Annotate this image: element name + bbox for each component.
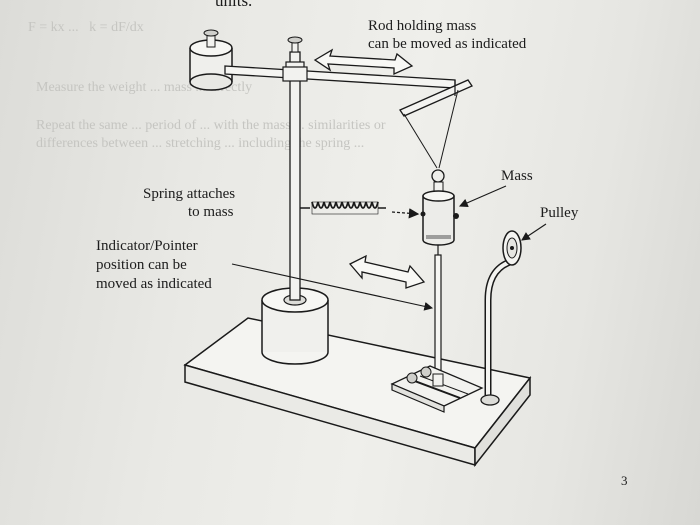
indicator-motion-arrow [348, 254, 426, 289]
counterweight [189, 29, 233, 91]
base-board [183, 317, 532, 468]
indicator-label-line2: position can be [96, 257, 187, 273]
indicator-slide-plate [390, 365, 484, 413]
mass-label: Mass [501, 168, 533, 184]
pulley-assembly [480, 230, 522, 406]
rod-label-line1: Rod holding mass [368, 18, 477, 34]
indicator-pointer-rod [434, 254, 442, 381]
bleed-through-text: F = kx ... k = dF/dx [28, 20, 144, 35]
indicator-label-line1: Indicator/Pointer [96, 238, 198, 254]
spring-label-line1: Spring attaches [143, 186, 236, 202]
indicator-label-line3: moved as indicated [96, 276, 212, 292]
pulley-label: Pulley [540, 205, 579, 221]
bleed-through-text: differences between ... stretching ... i… [36, 136, 365, 151]
indicator-leader-line [231, 263, 434, 311]
spring-label-line2: to mass [188, 204, 234, 220]
mass-leader-line [458, 185, 507, 207]
spring-to-mass-arrow [391, 208, 420, 219]
horizontal-rod [224, 65, 456, 89]
spring [300, 201, 386, 215]
pulley-leader-line [521, 223, 547, 241]
page-number: 3 [621, 473, 628, 488]
hanger-crossbar [399, 79, 473, 117]
header-fragment: units. [215, 0, 253, 10]
mass-body [420, 181, 459, 246]
rod-label-line2: can be moved as indicated [368, 36, 527, 52]
rod-motion-arrow [313, 48, 414, 76]
